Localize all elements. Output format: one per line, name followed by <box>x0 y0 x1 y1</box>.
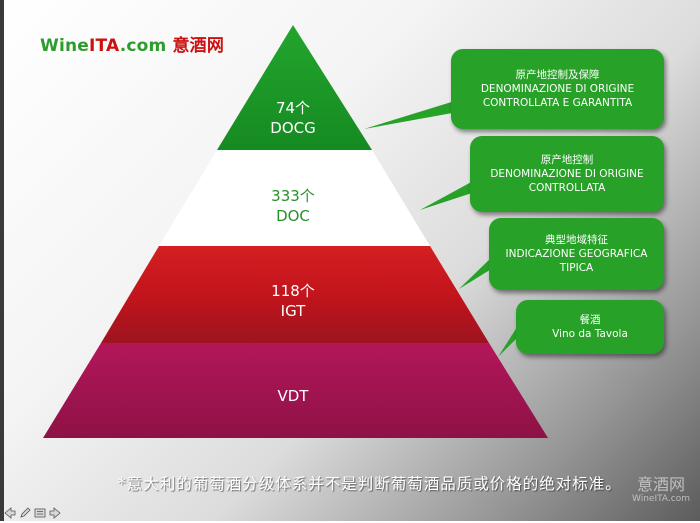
callout-vdt: 餐酒 Vino da Tavola <box>516 300 664 354</box>
tier-docg-label: 74个 DOCG <box>243 98 343 138</box>
prev-arrow-icon[interactable] <box>4 504 16 519</box>
callout-vdt-cn: 餐酒 <box>579 314 601 326</box>
callout-3-pointer <box>459 256 493 289</box>
callout-vdt-line1: Vino da Tavola <box>552 328 628 340</box>
logo-com: .com <box>119 36 167 56</box>
slide-navigation <box>4 504 61 519</box>
callout-docg-cn: 原产地控制及保障 <box>515 69 600 81</box>
next-arrow-icon[interactable] <box>49 504 61 519</box>
tier-doc-count: 333个 <box>271 187 315 205</box>
tier-vdt-label: VDT <box>243 386 343 406</box>
logo-ita: ITA <box>89 36 120 56</box>
logo-cn: 意酒网 <box>172 36 225 56</box>
logo-wine: Wine <box>40 36 90 56</box>
callout-doc-line1: DENOMINAZIONE DI ORIGINE <box>490 168 644 180</box>
tier-vdt-band <box>43 343 548 438</box>
tier-doc-label: 333个 DOC <box>243 186 343 226</box>
tier-igt-count: 118个 <box>271 282 315 300</box>
menu-icon[interactable] <box>34 504 46 518</box>
tier-docg-band <box>217 25 372 150</box>
watermark: 意酒网 WineITA.com <box>632 476 690 505</box>
tier-vdt-name: VDT <box>277 387 309 405</box>
callout-doc: 原产地控制 DENOMINAZIONE DI ORIGINE CONTROLLA… <box>470 136 664 212</box>
callout-doc-cn: 原产地控制 <box>540 154 594 166</box>
callout-doc-line2: CONTROLLATA <box>528 182 606 194</box>
tier-doc-band <box>159 150 430 246</box>
callout-igt-cn: 典型地域特征 <box>545 234 608 246</box>
watermark-cn: 意酒网 <box>636 475 685 494</box>
tier-docg-count: 74个 <box>275 99 311 117</box>
callout-igt: 典型地域特征 INDICAZIONE GEOGRAFICA TIPICA <box>489 218 664 290</box>
slide-left-edge <box>0 0 4 521</box>
callout-docg-line2: CONTROLLATA E GARANTITA <box>482 97 633 109</box>
tier-docg-name: DOCG <box>270 119 316 137</box>
tier-igt-label: 118个 IGT <box>243 281 343 321</box>
tier-igt-band <box>101 246 489 343</box>
watermark-en: WineITA.com <box>632 494 690 504</box>
tier-doc-name: DOC <box>276 207 310 225</box>
callout-2-pointer <box>420 180 475 210</box>
callout-docg: 原产地控制及保障 DENOMINAZIONE DI ORIGINE CONTRO… <box>451 49 664 129</box>
callout-igt-line2: TIPICA <box>559 262 594 274</box>
callout-4-pointer <box>498 324 519 357</box>
footnote: *意大利的葡萄酒分级体系并不是判断葡萄酒品质或价格的绝对标准。 <box>118 475 622 493</box>
callout-docg-line1: DENOMINAZIONE DI ORIGINE <box>480 83 635 95</box>
tier-igt-name: IGT <box>280 302 306 320</box>
pen-icon[interactable] <box>19 504 31 518</box>
callout-1-pointer <box>364 100 458 129</box>
callout-igt-line1: INDICAZIONE GEOGRAFICA <box>505 248 648 260</box>
